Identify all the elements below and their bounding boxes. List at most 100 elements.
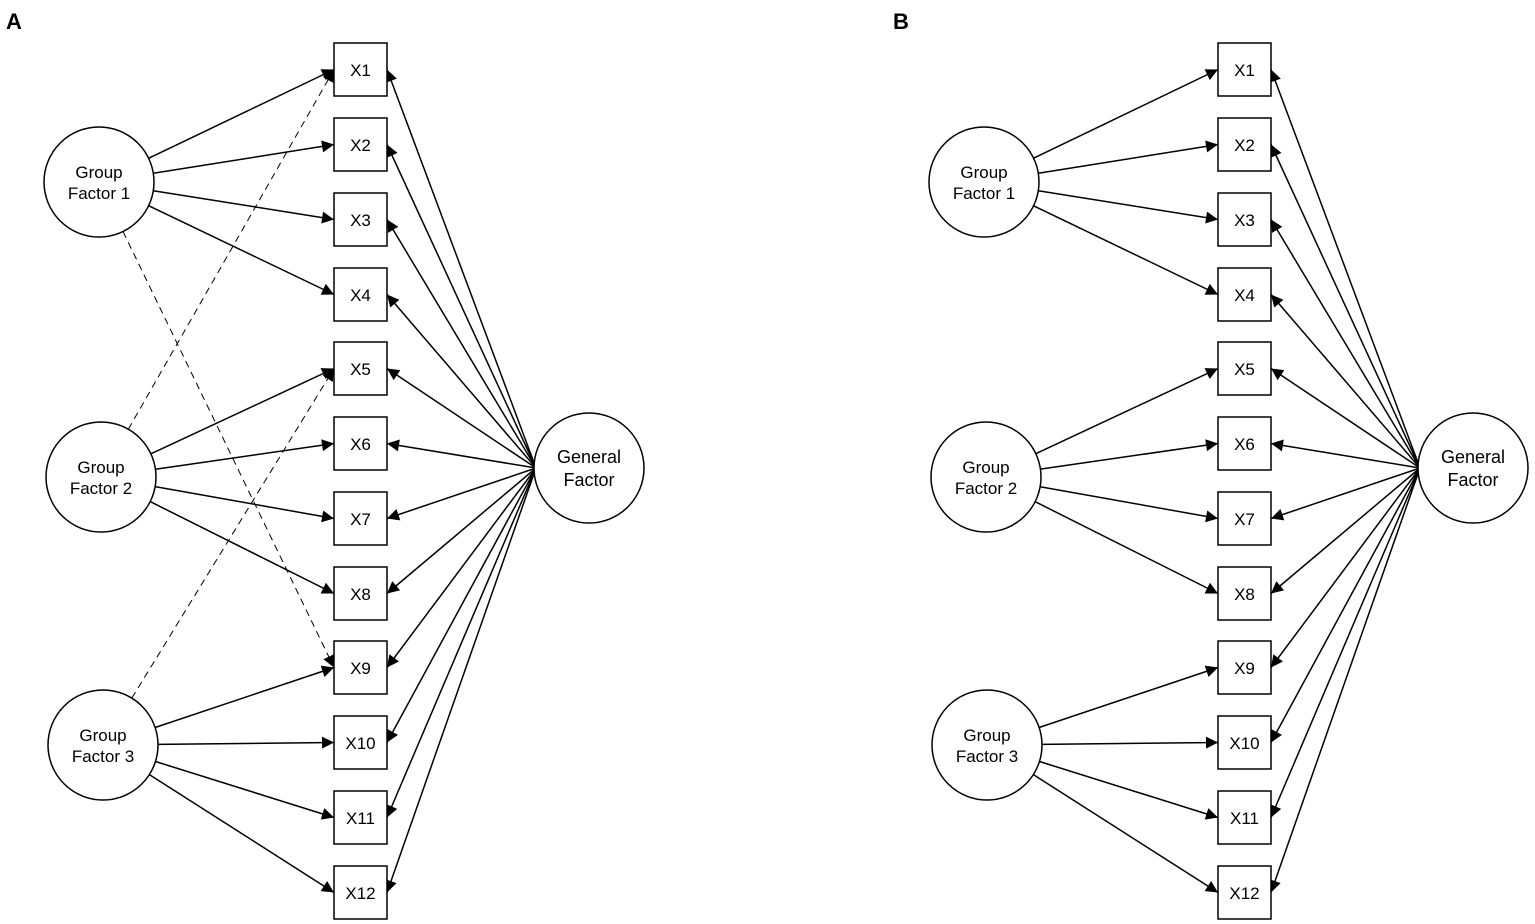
indicator-label: X9 bbox=[350, 659, 371, 678]
factor-circle bbox=[1417, 412, 1529, 524]
factor-label-line1: Group bbox=[963, 726, 1010, 745]
indicator-x1: X1 bbox=[333, 42, 388, 97]
indicator-x6: X6 bbox=[333, 416, 388, 471]
general-loading-arrow bbox=[1270, 467, 1421, 818]
general-loading-arrow bbox=[386, 467, 537, 743]
group-loading-arrow bbox=[149, 500, 335, 595]
factor-circle bbox=[928, 126, 1040, 238]
group-factor-3: Group Factor 3 bbox=[931, 689, 1043, 801]
group-loading-arrow bbox=[148, 68, 335, 159]
group-loading-arrow bbox=[148, 773, 335, 894]
indicator-label: X1 bbox=[350, 61, 371, 80]
general-loading-arrow bbox=[1269, 69, 1421, 469]
indicator-box bbox=[1217, 416, 1272, 471]
general-loading-arrow bbox=[386, 467, 537, 595]
indicator-x4: X4 bbox=[333, 267, 388, 322]
indicator-label: X12 bbox=[345, 884, 375, 903]
indicator-x11: X11 bbox=[1217, 790, 1272, 845]
indicator-x10: X10 bbox=[1217, 715, 1272, 770]
indicator-x10: X10 bbox=[333, 715, 388, 770]
factor-label-line1: Group bbox=[962, 458, 1009, 477]
factor-circle bbox=[931, 689, 1043, 801]
indicator-x2: X2 bbox=[1217, 117, 1272, 172]
indicator-box bbox=[1217, 865, 1272, 920]
group-loading-arrow bbox=[154, 665, 335, 729]
indicator-box bbox=[1217, 491, 1272, 546]
indicator-label: X5 bbox=[1234, 360, 1255, 379]
indicator-x9: X9 bbox=[1217, 640, 1272, 695]
indicator-label: X6 bbox=[350, 435, 371, 454]
group-loading-arrow bbox=[1038, 140, 1219, 175]
edges bbox=[122, 68, 537, 894]
indicator-box bbox=[1217, 42, 1272, 97]
indicator-x3: X3 bbox=[1217, 192, 1272, 247]
group-factor-2: Group Factor 2 bbox=[45, 421, 157, 533]
indicator-box bbox=[333, 341, 388, 396]
indicator-x5: X5 bbox=[1217, 341, 1272, 396]
group-loading-arrow bbox=[153, 189, 335, 224]
indicator-box bbox=[333, 865, 388, 920]
factor-label-line1: General bbox=[1441, 447, 1505, 467]
group-loading-arrow bbox=[150, 367, 335, 455]
indicator-box bbox=[1217, 192, 1272, 247]
general-loading-arrow bbox=[1270, 467, 1421, 595]
panel-letter: B bbox=[893, 9, 909, 34]
factor-label-line1: Group bbox=[75, 163, 122, 182]
group-factor-1: Group Factor 1 bbox=[928, 126, 1040, 238]
general-loading-arrow bbox=[1270, 367, 1421, 469]
indicator-box bbox=[333, 117, 388, 172]
panel-letter: A bbox=[6, 9, 22, 34]
factor-circle bbox=[45, 421, 157, 533]
group-factor-3: Group Factor 3 bbox=[47, 689, 159, 801]
factor-circle bbox=[43, 126, 155, 238]
general-loading-arrow bbox=[386, 294, 537, 469]
group-loading-arrow bbox=[1038, 189, 1219, 224]
indicator-box bbox=[1217, 790, 1272, 845]
factor-label-line2: Factor 2 bbox=[955, 479, 1017, 498]
indicator-box bbox=[333, 267, 388, 322]
indicator-box bbox=[1217, 117, 1272, 172]
indicator-box bbox=[333, 790, 388, 845]
indicator-x7: X7 bbox=[1217, 491, 1272, 546]
group-loading-arrow bbox=[153, 140, 335, 175]
general-loading-arrow bbox=[1270, 144, 1421, 469]
panel-b: B Group Factor 1 Group Factor 2 Group Fa… bbox=[893, 9, 1529, 920]
factor-label-line2: Factor bbox=[563, 470, 614, 490]
group-loading-arrow bbox=[1035, 367, 1219, 455]
group-loading-arrow bbox=[1039, 760, 1219, 820]
general-loading-arrow bbox=[385, 69, 537, 469]
cross-loading-arrow bbox=[131, 368, 335, 699]
indicator-label: X10 bbox=[345, 734, 375, 753]
indicator-x4: X4 bbox=[1217, 267, 1272, 322]
group-loading-arrow bbox=[1039, 485, 1219, 523]
factor-circle bbox=[930, 421, 1042, 533]
indicator-box bbox=[333, 715, 388, 770]
indicator-label: X1 bbox=[1234, 61, 1255, 80]
indicator-label: X3 bbox=[350, 211, 371, 230]
general-factor: General Factor bbox=[1417, 412, 1529, 524]
indicator-label: X11 bbox=[346, 809, 375, 828]
factor-label-line2: Factor 2 bbox=[70, 479, 132, 498]
group-loading-arrow bbox=[154, 485, 335, 523]
indicator-label: X8 bbox=[1234, 585, 1255, 604]
edges bbox=[1032, 68, 1421, 894]
indicator-x9: X9 bbox=[333, 640, 388, 695]
group-loading-arrow bbox=[148, 205, 335, 296]
factor-label-line1: Group bbox=[77, 458, 124, 477]
factor-label-line2: Factor bbox=[1447, 470, 1498, 490]
indicator-x12: X12 bbox=[333, 865, 388, 920]
general-loading-arrow bbox=[385, 467, 537, 893]
cross-loading-arrow bbox=[122, 231, 335, 668]
indicator-label: X7 bbox=[1234, 510, 1255, 529]
indicator-label: X9 bbox=[1234, 659, 1255, 678]
general-loading-arrow bbox=[386, 439, 537, 469]
indicator-x2: X2 bbox=[333, 117, 388, 172]
factor-circle bbox=[47, 689, 159, 801]
indicator-label: X10 bbox=[1229, 734, 1259, 753]
indicator-x6: X6 bbox=[1217, 416, 1272, 471]
cross-loading-arrow bbox=[127, 69, 335, 430]
indicator-box bbox=[1217, 341, 1272, 396]
indicator-box bbox=[333, 640, 388, 695]
factor-circle bbox=[533, 412, 645, 524]
group-loading-arrow bbox=[1041, 736, 1219, 749]
